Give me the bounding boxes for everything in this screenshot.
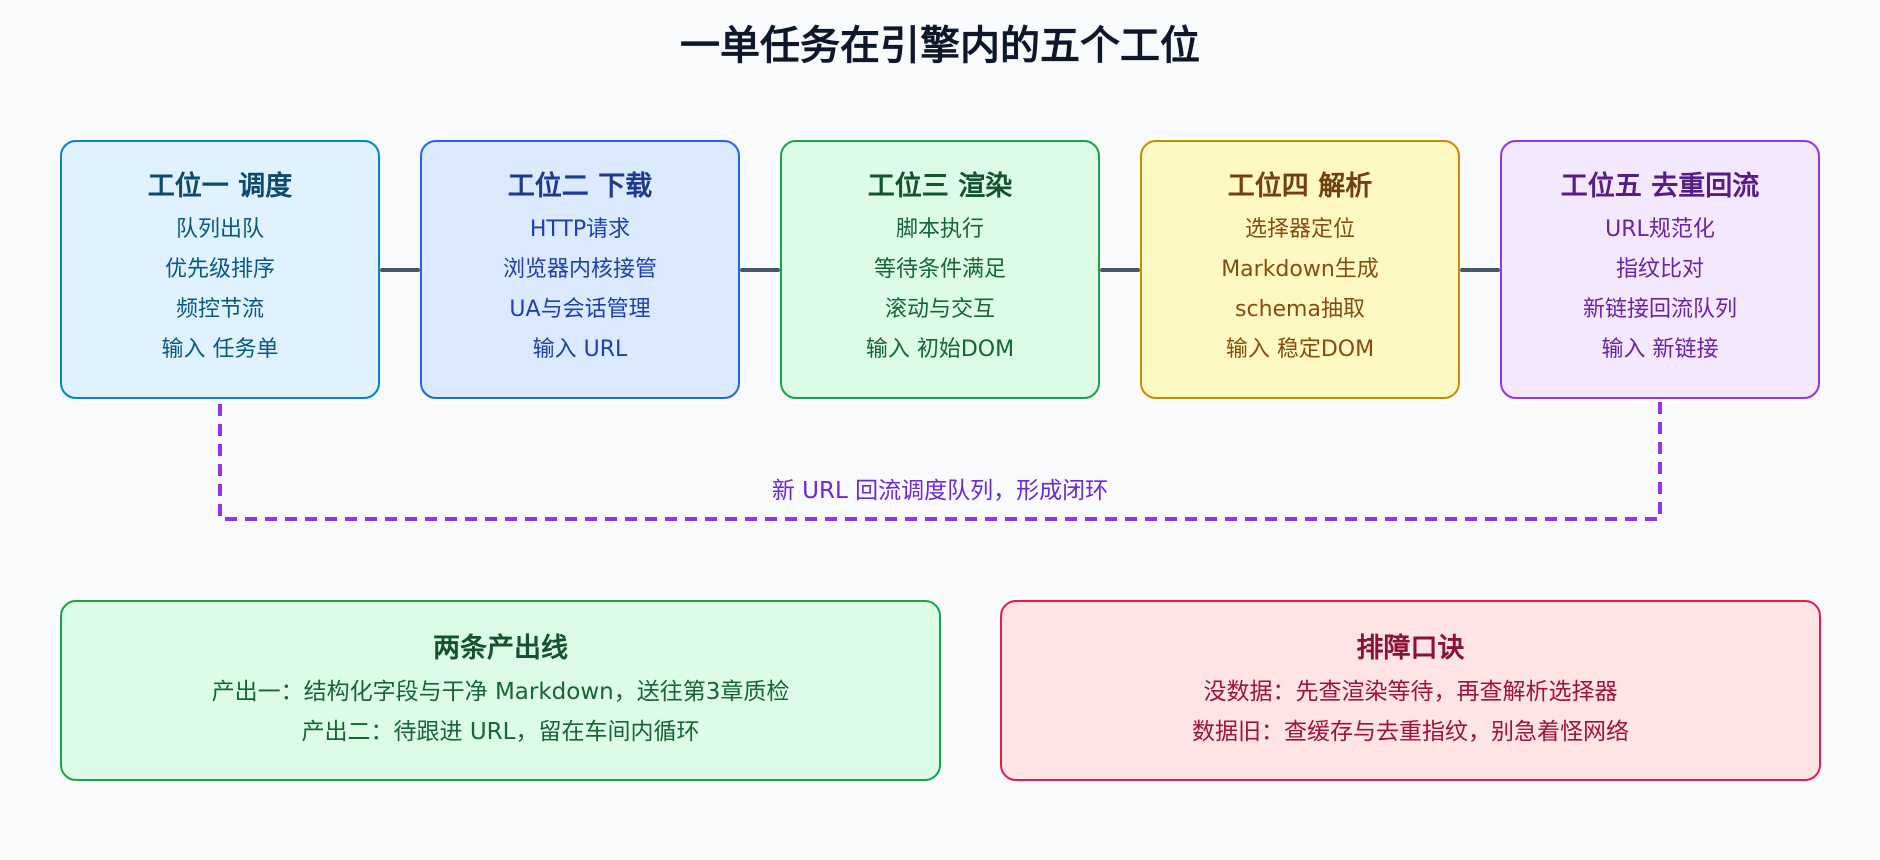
station-download: 工位二 下载 HTTP请求 浏览器内核接管 UA与会话管理 输入 URL xyxy=(420,140,740,399)
station-item: 队列出队 xyxy=(175,217,264,242)
panel-title: 排障口诀 xyxy=(1356,633,1465,664)
panel-line: 没数据：先查渲染等待，再查解析选择器 xyxy=(1203,679,1618,705)
station-item: 指纹比对 xyxy=(1615,257,1704,282)
station-dedupe-reflow: 工位五 去重回流 URL规范化 指纹比对 新链接回流队列 输入 新链接 xyxy=(1500,140,1820,399)
panel-line: 数据旧：查缓存与去重指纹，别急着怪网络 xyxy=(1192,719,1629,745)
station-item: 滚动与交互 xyxy=(884,297,995,322)
station-title: 工位四 解析 xyxy=(1227,171,1373,202)
station-input: 输入 稳定DOM xyxy=(1225,337,1375,362)
station-input: 输入 初始DOM xyxy=(865,337,1015,362)
station-item: 新链接回流队列 xyxy=(1582,297,1737,322)
station-item: 优先级排序 xyxy=(164,257,275,282)
station-input: 输入 任务单 xyxy=(161,337,279,362)
station-item: 频控节流 xyxy=(175,297,264,322)
connector-line xyxy=(1100,268,1140,272)
troubleshoot-panel: 排障口诀 没数据：先查渲染等待，再查解析选择器 数据旧：查缓存与去重指纹，别急着… xyxy=(1000,600,1821,781)
feedback-loop-label: 新 URL 回流调度队列，形成闭环 xyxy=(771,478,1109,504)
station-item: 浏览器内核接管 xyxy=(502,257,657,282)
station-dispatch: 工位一 调度 队列出队 优先级排序 频控节流 输入 任务单 xyxy=(60,140,380,399)
station-item: schema抽取 xyxy=(1235,297,1365,322)
panel-line: 产出一：结构化字段与干净 Markdown，送往第3章质检 xyxy=(211,679,790,705)
station-title: 工位二 下载 xyxy=(507,171,653,202)
station-render: 工位三 渲染 脚本执行 等待条件满足 滚动与交互 输入 初始DOM xyxy=(780,140,1100,399)
station-title: 工位三 渲染 xyxy=(867,171,1013,202)
diagram-title: 一单任务在引擎内的五个工位 xyxy=(680,23,1200,69)
station-item: 等待条件满足 xyxy=(873,257,1006,282)
station-item: Markdown生成 xyxy=(1221,257,1379,282)
station-title: 工位一 调度 xyxy=(147,171,293,202)
station-item: URL规范化 xyxy=(1605,217,1715,242)
panel-title: 两条产出线 xyxy=(433,633,568,664)
connector-line xyxy=(1460,268,1500,272)
station-input: 输入 URL xyxy=(532,337,628,362)
station-title: 工位五 去重回流 xyxy=(1560,171,1760,202)
station-item: 选择器定位 xyxy=(1244,217,1355,242)
station-parse: 工位四 解析 选择器定位 Markdown生成 schema抽取 输入 稳定DO… xyxy=(1140,140,1460,399)
connector-line xyxy=(380,268,420,272)
station-item: UA与会话管理 xyxy=(509,297,651,322)
panel-line: 产出二：待跟进 URL，留在车间内循环 xyxy=(301,719,700,745)
output-lines-panel: 两条产出线 产出一：结构化字段与干净 Markdown，送往第3章质检 产出二：… xyxy=(60,600,941,781)
station-item: HTTP请求 xyxy=(529,217,631,242)
connector-line xyxy=(740,268,780,272)
station-item: 脚本执行 xyxy=(895,217,984,242)
station-input: 输入 新链接 xyxy=(1601,337,1719,362)
